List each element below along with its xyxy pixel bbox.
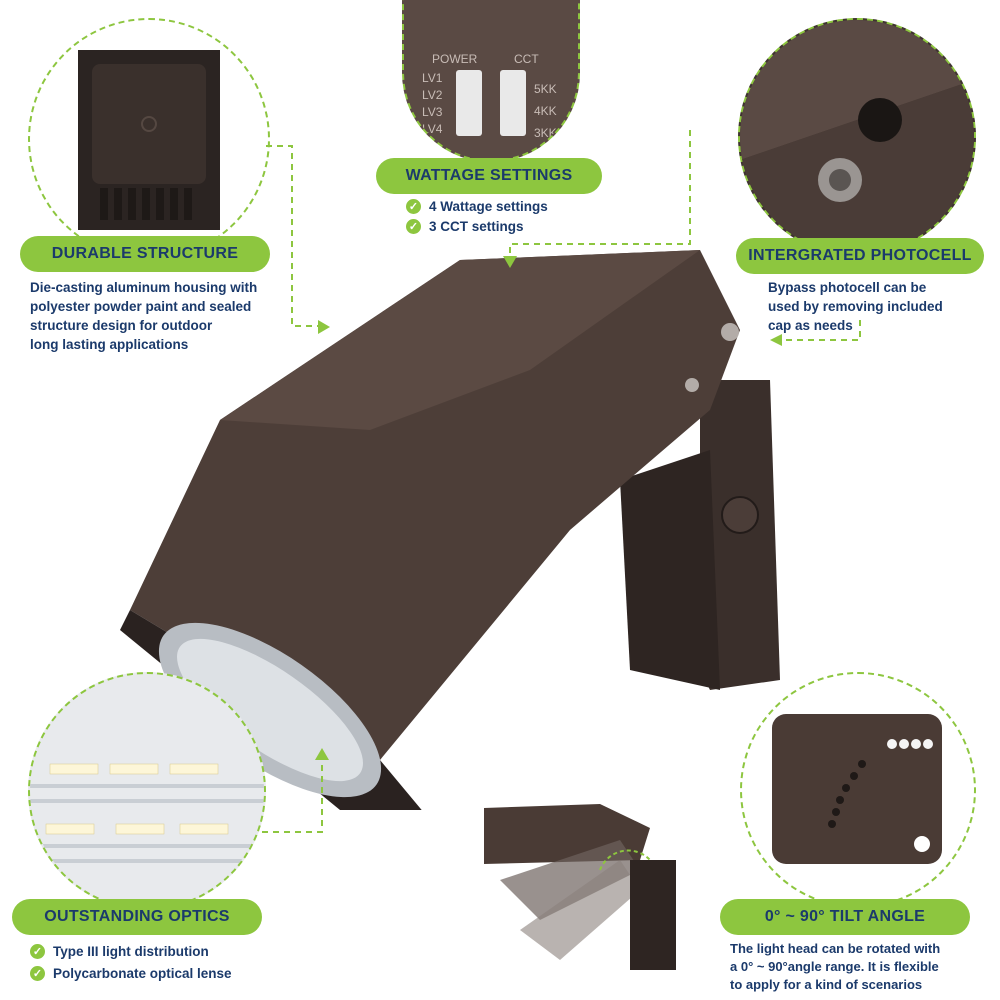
power-dip-switch <box>456 70 482 136</box>
check-icon: ✓ <box>406 219 421 234</box>
tilt-angle-description: The light head can be rotated with a 0° … <box>730 940 940 994</box>
wattage-item: ✓ 3 CCT settings <box>406 219 524 234</box>
power-switch-label: POWER <box>432 52 478 66</box>
optics-item: ✓ Type III light distribution <box>30 944 209 959</box>
tilt-line: The light head can be rotated with <box>730 941 941 956</box>
optics-item: ✓ Polycarbonate optical lense <box>30 966 232 981</box>
level-label: LV1 <box>422 71 443 85</box>
photocell-photo <box>738 18 976 256</box>
durable-line: Die-casting aluminum housing with <box>30 280 258 295</box>
level-label: LV2 <box>422 88 443 102</box>
durable-structure-title: DURABLE STRUCTURE <box>20 236 270 272</box>
photocell-line: cap as needs <box>768 318 853 333</box>
durable-line: polyester powder paint and sealed <box>30 299 252 314</box>
level-label: LV4 <box>422 122 443 136</box>
check-icon: ✓ <box>30 944 45 959</box>
durable-structure-description: Die-casting aluminum housing with polyes… <box>30 278 257 354</box>
optics-item-text: Polycarbonate optical lense <box>53 966 232 981</box>
photocell-title-text: INTERGRATED PHOTOCELL <box>748 247 972 264</box>
tilt-line: to apply for a kind of scenarios <box>730 977 923 992</box>
cct-value-label: 3KK <box>534 126 557 140</box>
optics-led-photo <box>28 672 266 910</box>
wattage-item-text: 4 Wattage settings <box>429 199 548 214</box>
durable-structure-title-text: DURABLE STRUCTURE <box>51 245 239 262</box>
cct-value-label: 5KK <box>534 82 557 96</box>
photocell-line: used by removing included <box>768 299 943 314</box>
optics-title: OUTSTANDING OPTICS <box>12 899 262 935</box>
photocell-title: INTERGRATED PHOTOCELL <box>736 238 984 274</box>
photocell-line: Bypass photocell can be <box>768 280 927 295</box>
check-icon: ✓ <box>406 199 421 214</box>
wattage-settings-title-text: WATTAGE SETTINGS <box>405 167 573 184</box>
wattage-item-text: 3 CCT settings <box>429 219 524 234</box>
tilt-angle-title: 0° ~ 90° TILT ANGLE <box>720 899 970 935</box>
wattage-item: ✓ 4 Wattage settings <box>406 199 548 214</box>
wall-pack-light-image <box>120 250 780 810</box>
cct-dip-switch <box>500 70 526 136</box>
check-icon: ✓ <box>30 966 45 981</box>
optics-title-text: OUTSTANDING OPTICS <box>44 908 230 925</box>
durable-structure-photo <box>28 18 270 260</box>
wattage-settings-title: WATTAGE SETTINGS <box>376 158 602 194</box>
tilt-angle-title-text: 0° ~ 90° TILT ANGLE <box>764 908 926 925</box>
photocell-description: Bypass photocell can be used by removing… <box>768 278 943 335</box>
durable-line: long lasting applications <box>30 337 189 352</box>
tilt-bracket-photo <box>740 672 976 908</box>
tilt-line: a 0° ~ 90°angle range. It is flexible <box>730 959 939 974</box>
durable-line: structure design for outdoor <box>30 318 213 333</box>
level-label: LV3 <box>422 105 443 119</box>
tilt-range-image <box>484 804 676 970</box>
cct-value-label: 4KK <box>534 104 557 118</box>
cct-switch-label: CCT <box>514 52 539 66</box>
optics-item-text: Type III light distribution <box>53 944 209 959</box>
wattage-switch-photo: POWER CCT LV1 LV2 LV3 LV4 5KK 4KK 3KK <box>402 0 580 162</box>
